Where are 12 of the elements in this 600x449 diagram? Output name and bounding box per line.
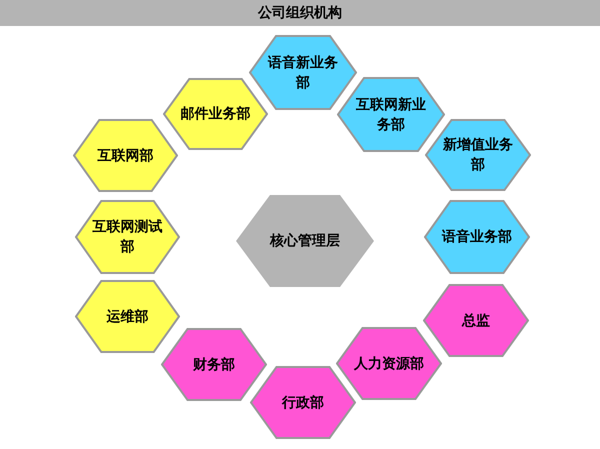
hexagon-box: 财务部 <box>161 328 267 401</box>
hexagon-box: 人力资源部 <box>336 327 442 400</box>
hexagon-box: 核心管理层 <box>235 194 375 288</box>
hexagon-box: 运维部 <box>75 280 180 353</box>
hexagon-box: 新增值业务部 <box>425 119 531 191</box>
title-bar: 公司组织机构 <box>0 0 600 26</box>
hexagon-box: 语音业务部 <box>424 200 530 274</box>
hexagon-box: 邮件业务部 <box>163 78 268 150</box>
hexagon-box: 语音新业务部 <box>249 35 357 110</box>
hexagon-box: 互联网测试部 <box>75 200 180 274</box>
hexagon-box: 互联网部 <box>73 119 178 192</box>
hexagon-box: 总监 <box>423 284 529 357</box>
